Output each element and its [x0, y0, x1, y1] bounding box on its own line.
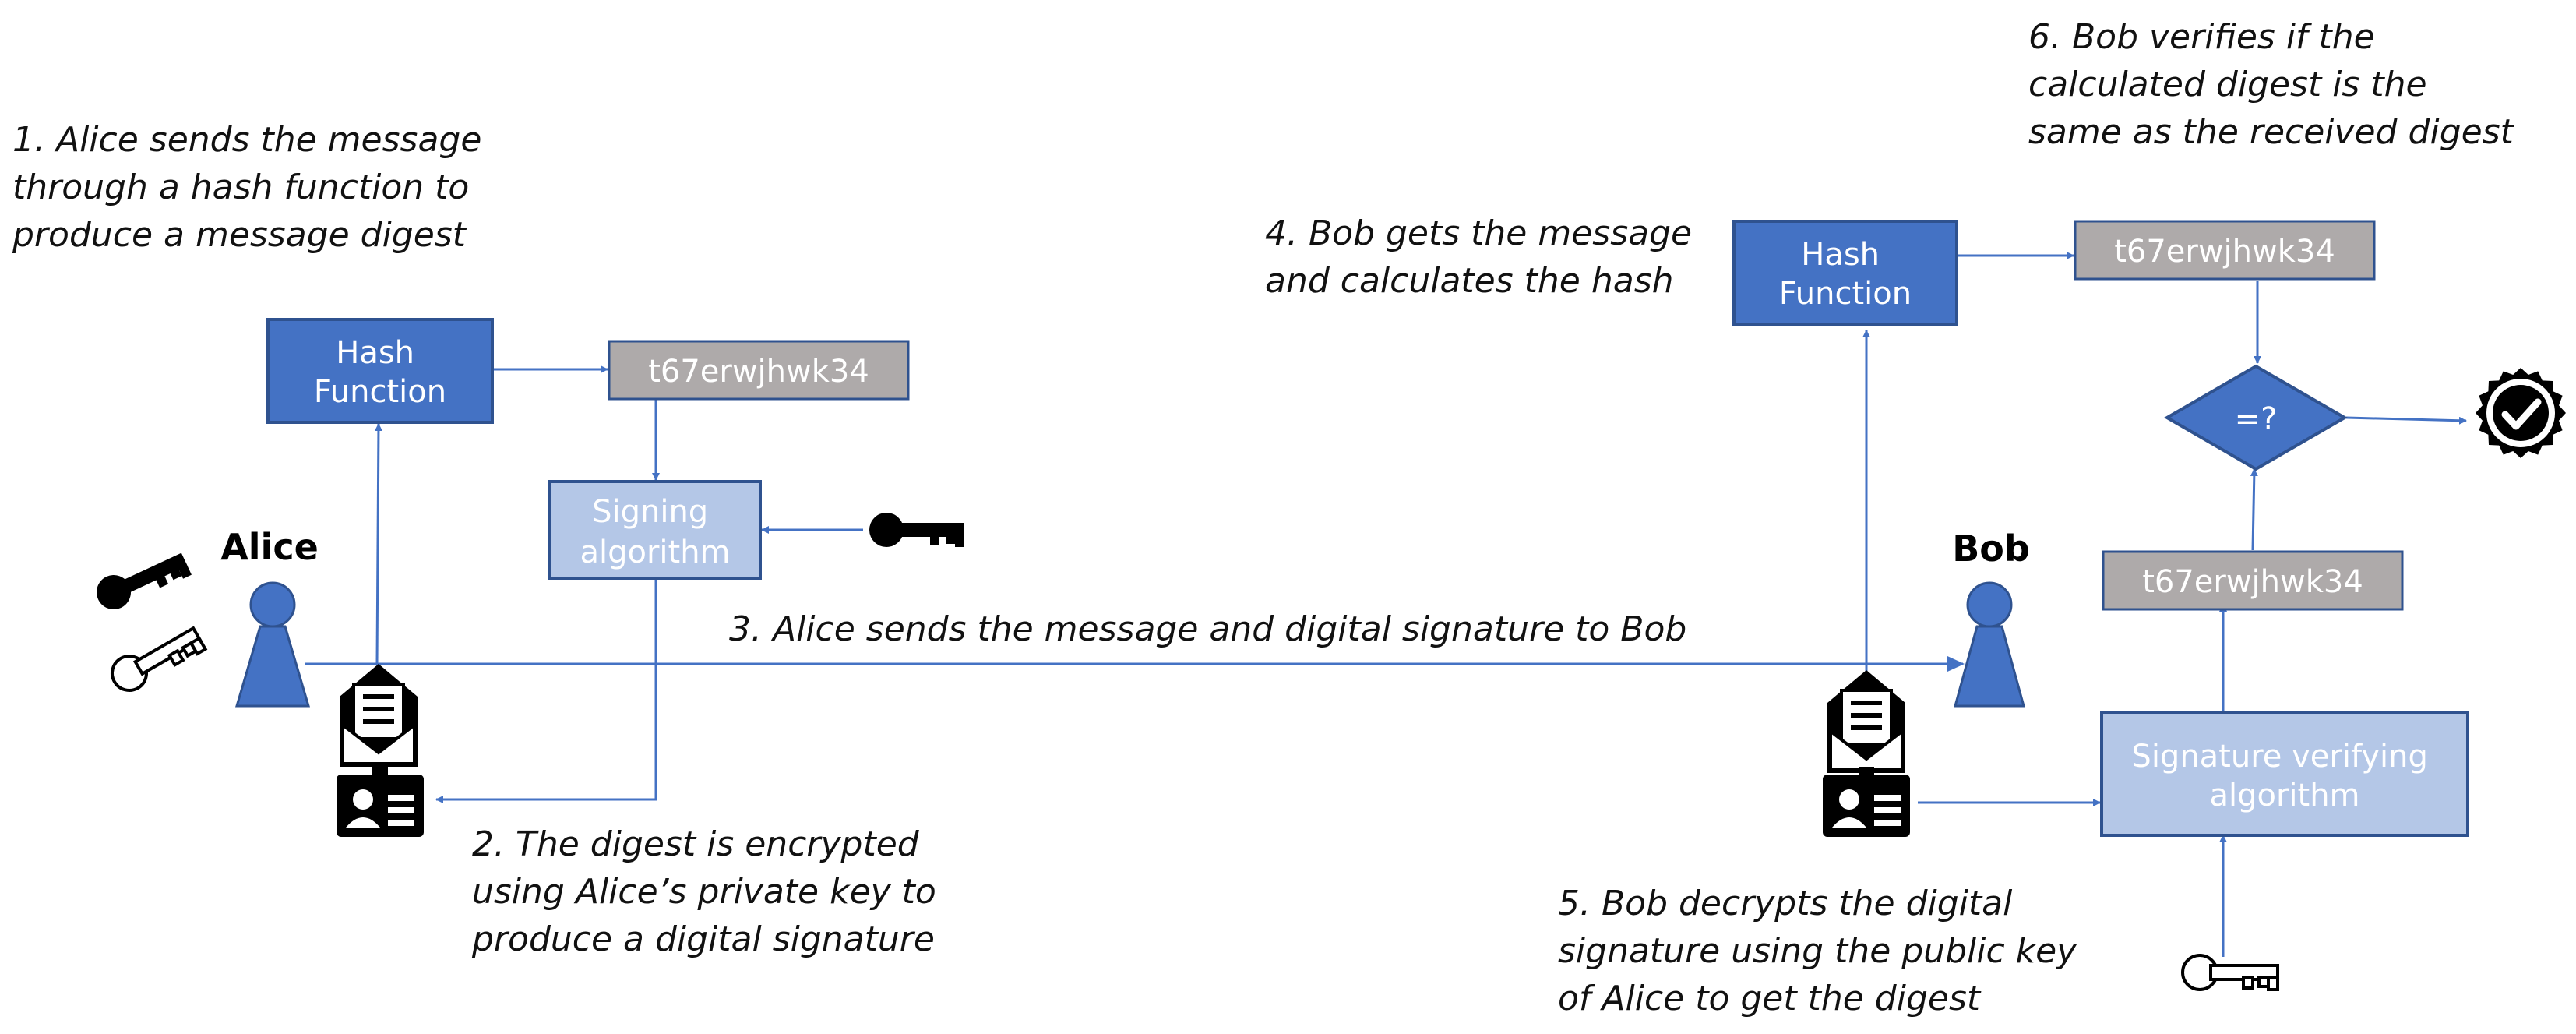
alice-digest-box: t67erwjhwk34 [608, 340, 910, 401]
alice-label: Alice [220, 526, 319, 568]
bob-hash-function-box: Hash Function [1732, 220, 1958, 326]
arrow-received-to-compare [2250, 468, 2258, 551]
svg-text:t67erwjhwk34: t67erwjhwk34 [648, 354, 869, 390]
svg-text:Hash Function: Hash Function [1779, 237, 1912, 312]
alice-person-icon [234, 581, 311, 708]
signing-private-key-icon [869, 513, 964, 547]
step-5-text: 5. Bob decrypts the digital signature us… [1558, 884, 2088, 1018]
bob-envelope-icon [1827, 670, 1905, 773]
svg-text:t67erwjhwk34: t67erwjhwk34 [2114, 234, 2335, 270]
svg-text:Hash Function: Hash Function [314, 335, 446, 410]
compare-diamond: =? [2164, 364, 2348, 471]
svg-text:t67erwjhwk34: t67erwjhwk34 [2142, 564, 2363, 600]
bob-id-card-icon [1823, 767, 1910, 837]
step-4-text: 4. Bob gets the message and calculates t… [1265, 214, 1703, 301]
alice-private-key-icon [90, 543, 192, 616]
svg-text:Signing algorithm: Signing algorithm [580, 494, 730, 570]
bob-message-signature-icon [1823, 670, 1910, 837]
step-3-text: 3. Alice sends the message and digital s… [729, 609, 1686, 649]
arrow-alice-to-hash [374, 423, 382, 665]
signing-algorithm-box: Signing algorithm [548, 480, 762, 580]
step-2-text: 2. The digest is encrypted using Alice’s… [471, 824, 947, 959]
bob-calculated-digest-box: t67erwjhwk34 [2074, 220, 2376, 281]
svg-text:Signature verifying algo: Signature verifying algorithm [2131, 739, 2437, 813]
bob-label: Bob [1952, 528, 2030, 570]
step-1-text: 1. Alice sends the message through a has… [12, 120, 492, 255]
alice-hash-function-box: Hash Function [266, 318, 494, 424]
alice-public-key-icon [104, 617, 207, 699]
bob-received-digest-box: t67erwjhwk34 [2102, 550, 2404, 611]
alice-message-signature-icon [337, 664, 424, 837]
svg-text:=?: =? [2235, 401, 2278, 437]
alice-id-card-icon [337, 767, 424, 837]
verified-badge-icon [2476, 368, 2566, 458]
arrow-compare-to-verified [2345, 416, 2467, 425]
step-6-text: 6. Bob verifies if the calculated digest… [2028, 17, 2515, 152]
alice-envelope-icon [340, 664, 418, 767]
signature-verifying-algorithm-box: Signature verifying algorithm [2100, 711, 2469, 837]
bob-person-icon [1954, 581, 2025, 708]
bob-public-key-icon [2181, 954, 2279, 991]
arrow-signing-to-signature [435, 580, 657, 803]
